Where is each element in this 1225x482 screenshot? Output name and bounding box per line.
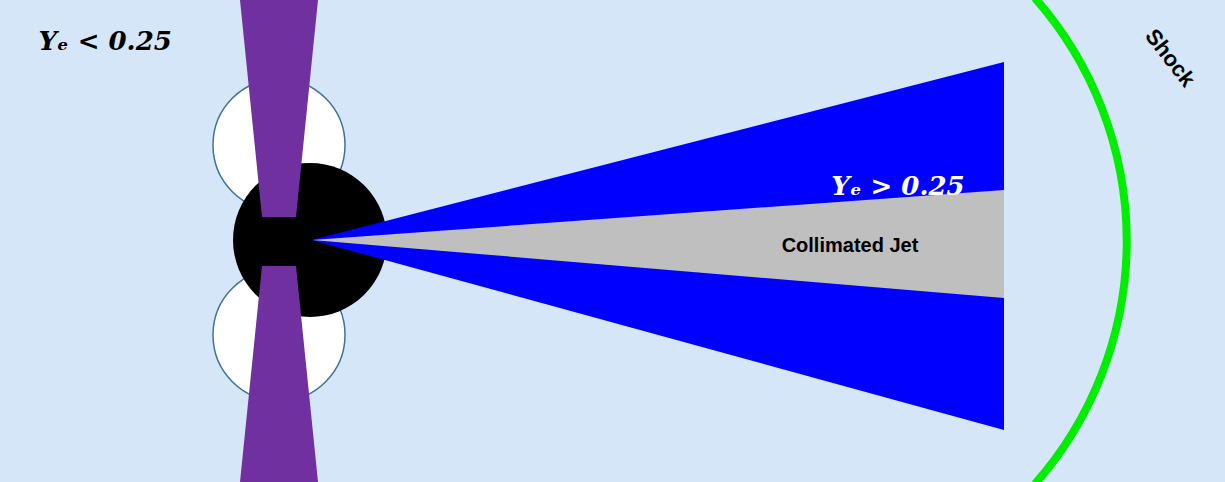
collimated-jet-text: Collimated Jet (782, 234, 919, 257)
outflow-wedge-fill (312, 62, 1004, 430)
polar-outflow (240, 0, 318, 217)
ye-label: Yₑ < 0.25 (39, 26, 172, 56)
shock-label: Shock (1139, 24, 1200, 92)
collimated-jet: Collimated Jet (312, 190, 1004, 298)
outflow-wedge: Yₑ > 0.25Collimated Jet (312, 62, 1004, 430)
shock-front (1035, 0, 1127, 482)
collimated-jet-fill (312, 190, 1004, 298)
outflow-wedge-text: Yₑ > 0.25 (831, 171, 964, 201)
polar-outflow (240, 266, 318, 482)
